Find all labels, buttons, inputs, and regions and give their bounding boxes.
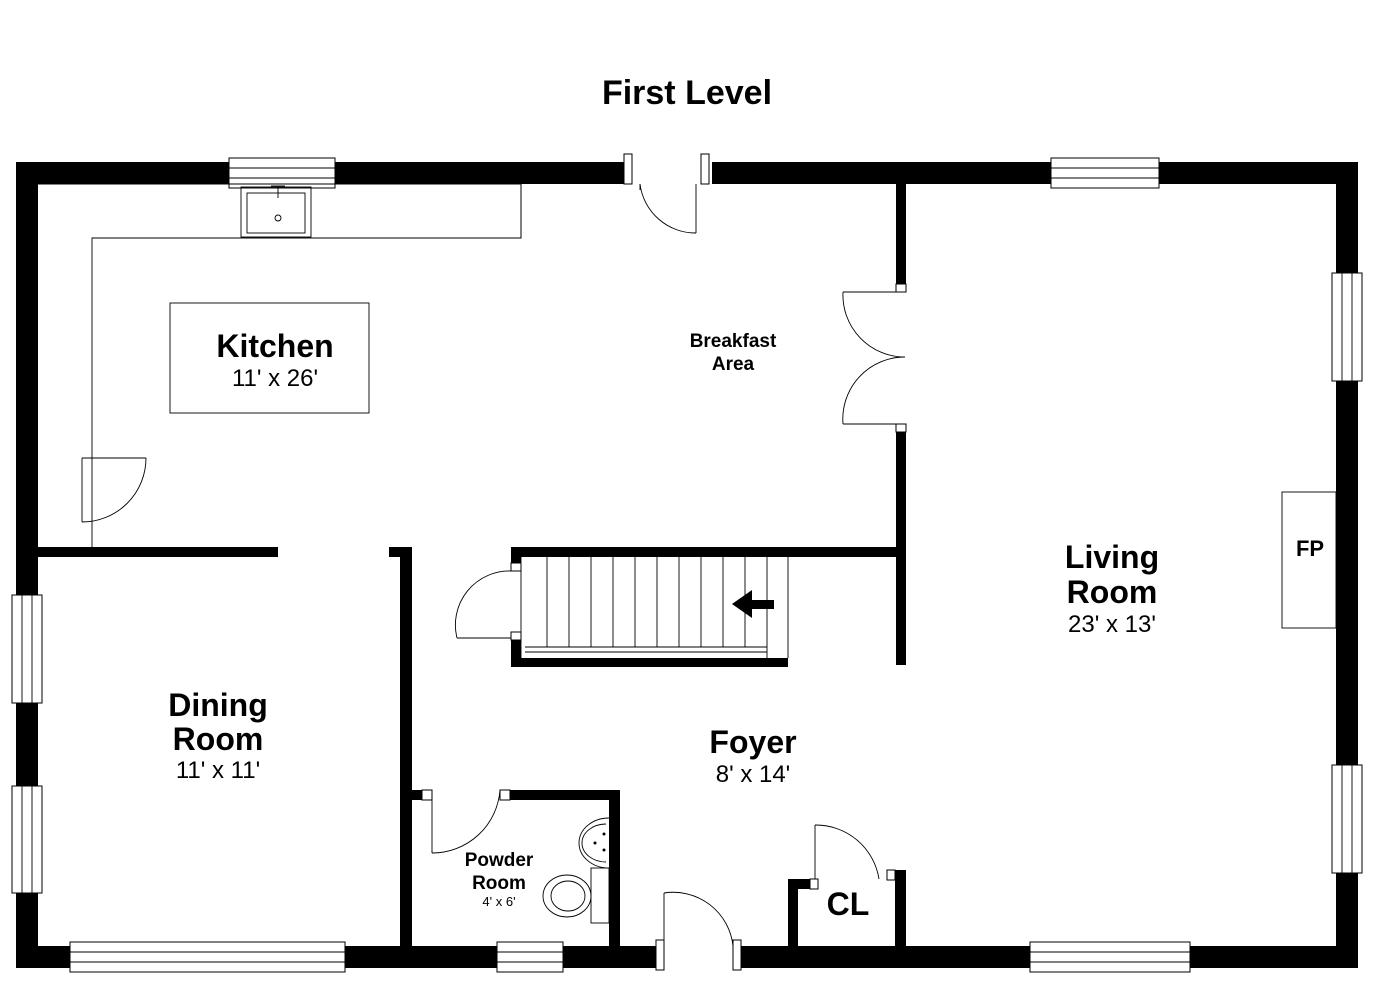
fireplace	[1281, 491, 1337, 629]
powder-name-line1: Powder	[465, 850, 534, 871]
doors	[81, 183, 906, 947]
foyer-dims: 8' x 14'	[716, 761, 791, 788]
dining-dims: 11' x 11'	[176, 757, 260, 784]
kitchen-island	[169, 302, 370, 414]
breakfast-label-line2: Area	[712, 354, 755, 375]
staircase	[520, 557, 789, 658]
breakfast-label-line1: Breakfast	[690, 331, 777, 352]
kitchen-sink-icon	[240, 185, 312, 238]
foyer-name: Foyer	[709, 724, 796, 760]
living-name-line1: Living	[1065, 539, 1159, 575]
stair-direction-arrow-icon	[732, 590, 774, 618]
plan-title: First Level	[602, 74, 772, 112]
powder-name-line2: Room	[472, 873, 526, 894]
fireplace-label: FP	[1296, 536, 1324, 561]
toilet-icon	[542, 867, 610, 924]
dining-name-line2: Room	[173, 721, 264, 757]
living-name-line2: Room	[1067, 574, 1158, 610]
windows	[11, 157, 1363, 973]
living-dims: 23' x 13'	[1068, 611, 1156, 638]
kitchen-name: Kitchen	[216, 328, 333, 364]
powder-dims: 4' x 6'	[482, 894, 515, 909]
interior-walls	[38, 184, 906, 947]
room-labels: Kitchen 11' x 26' Breakfast Area Living …	[168, 328, 1324, 922]
powder-sink-icon	[578, 817, 610, 869]
door-jambs	[421, 153, 907, 971]
kitchen-counters	[38, 183, 522, 547]
closet-label: CL	[827, 886, 870, 922]
kitchen-dims: 11' x 26'	[232, 365, 318, 392]
dining-name-line1: Dining	[168, 687, 268, 723]
